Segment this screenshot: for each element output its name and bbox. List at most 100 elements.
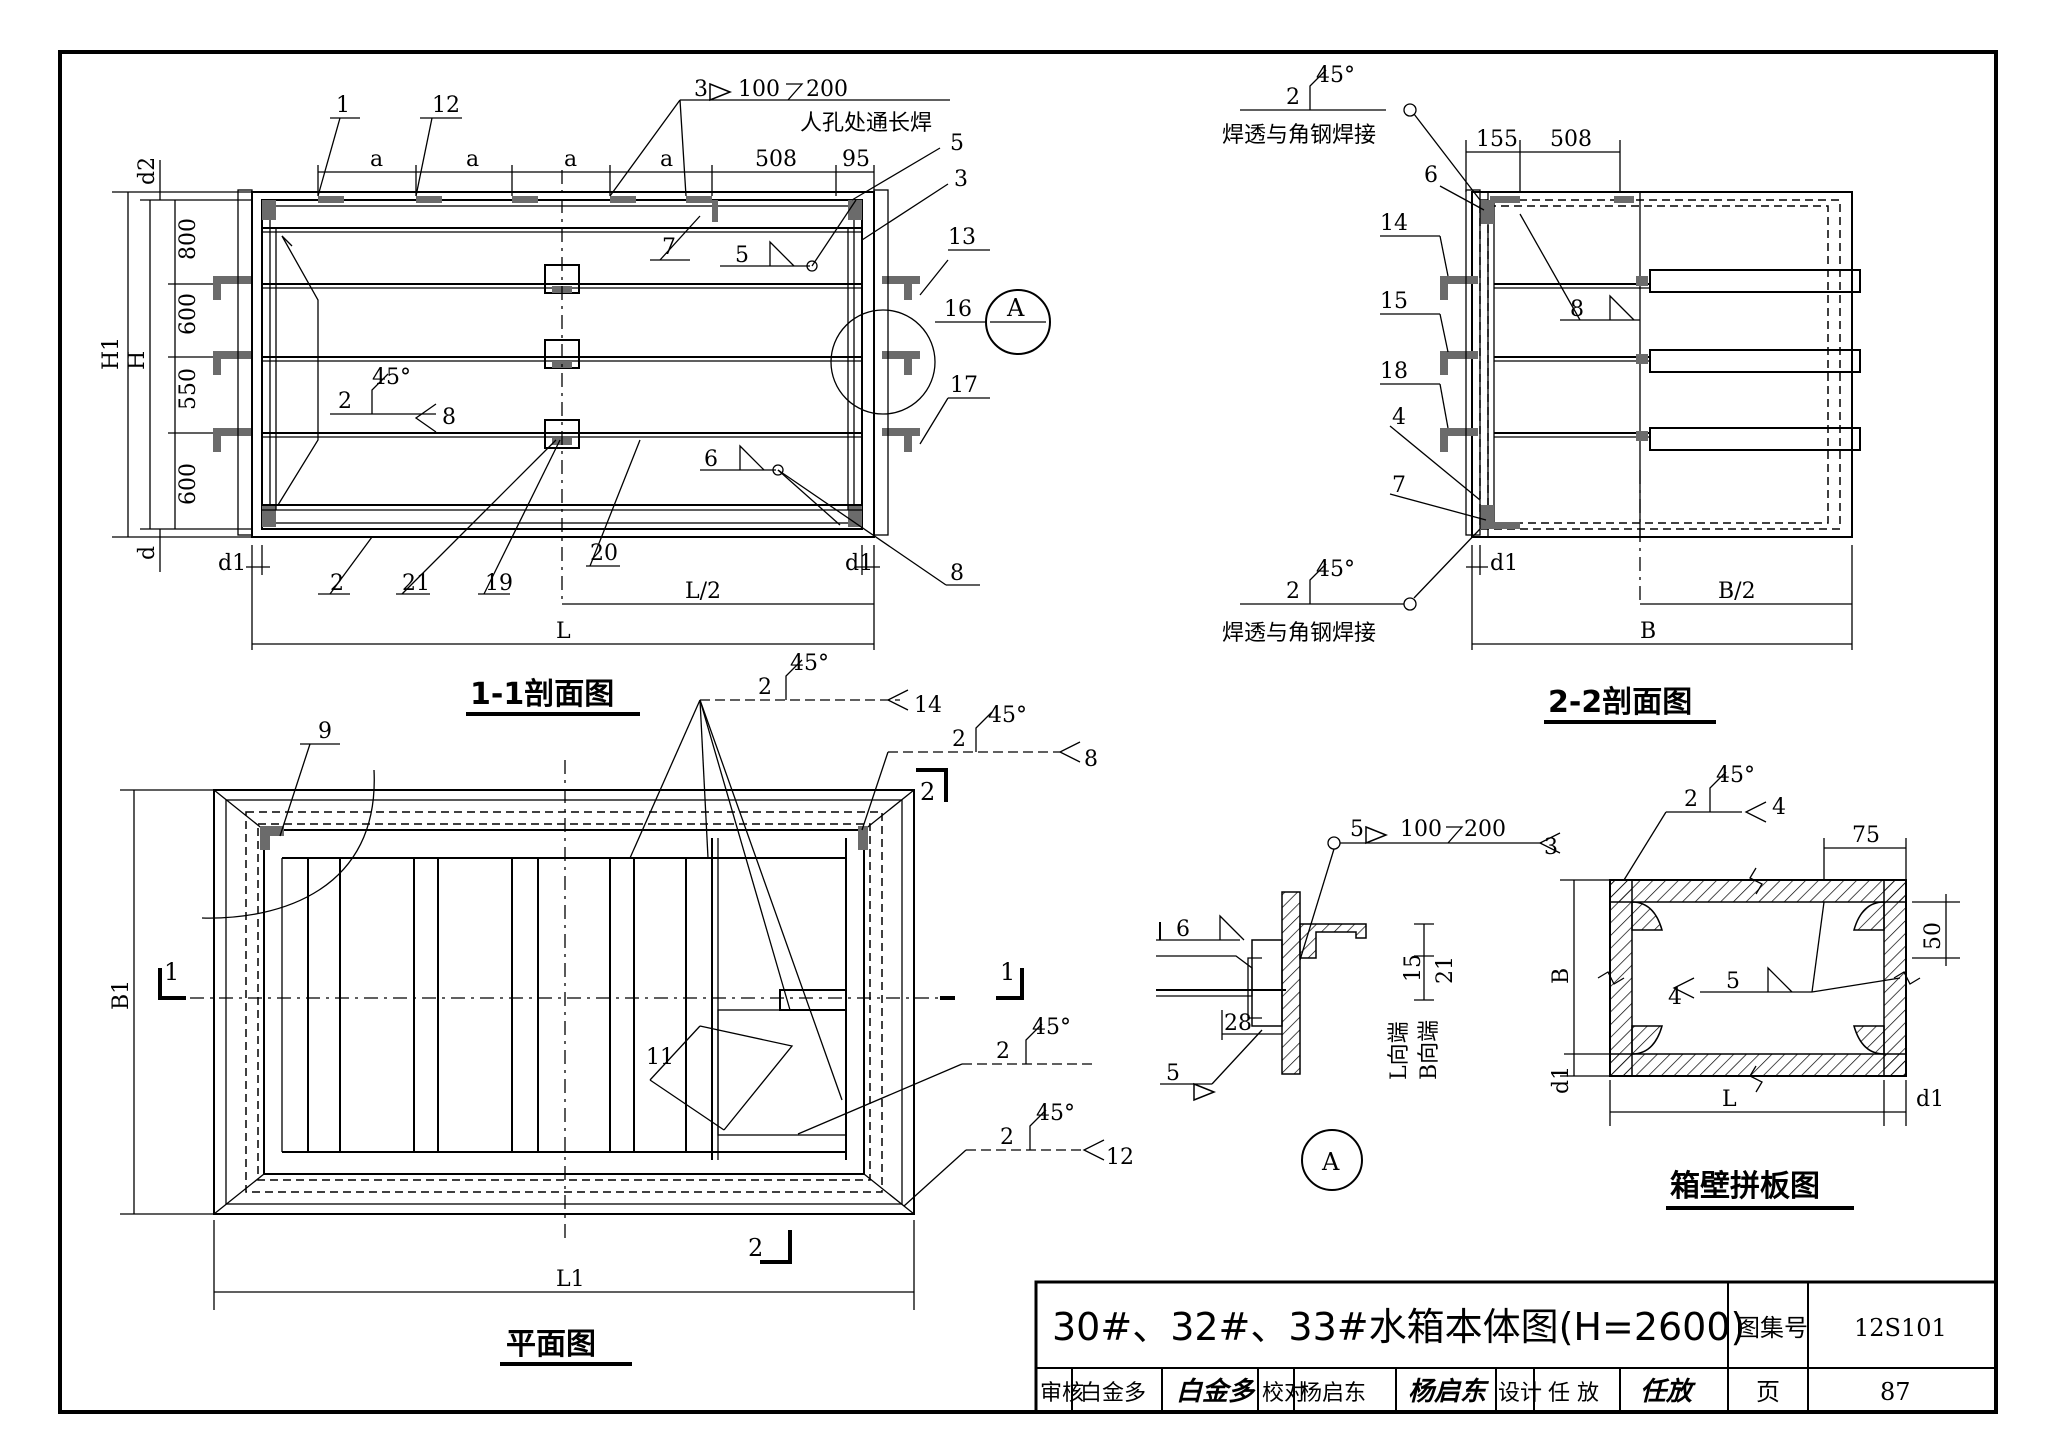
- label-part-17: 17: [950, 373, 978, 398]
- weld-8-s22: 8: [1570, 297, 1584, 322]
- plan-view: 1 1 2 2 B1 L1 9 2 45° 14 2: [109, 651, 1134, 1366]
- weld-12-plan: 12: [1106, 1145, 1134, 1170]
- dim-d: d: [135, 546, 160, 560]
- cut-1-right: 1: [1000, 958, 1015, 986]
- dim-a-4: a: [660, 147, 673, 172]
- dim-155: 155: [1476, 127, 1518, 152]
- detail-a-label: A: [1321, 1148, 1340, 1176]
- review-name: 白金多: [1080, 1381, 1146, 1406]
- check-name: 杨启东: [1300, 1381, 1366, 1406]
- label-part-8-bottom: 8: [950, 561, 964, 586]
- weld-200-detail: 200: [1464, 817, 1506, 842]
- label-part-19: 19: [485, 571, 513, 596]
- label-part-12: 12: [432, 93, 460, 118]
- dim-a-1: a: [370, 147, 383, 172]
- label-part-21: 21: [402, 571, 430, 596]
- weld-200: 200: [806, 77, 848, 102]
- sheet-frame: [58, 50, 1998, 1414]
- dim-508-s22: 508: [1550, 127, 1592, 152]
- dim-50: 50: [1921, 922, 1946, 950]
- label-part-1: 1: [336, 93, 350, 118]
- panel-diagram: 2 45° 4 5 4 75 50 B d1 L d1 箱壁拼板图: [1549, 763, 1960, 1210]
- review-label: 审核: [1040, 1381, 1084, 1406]
- label-part-3: 3: [954, 167, 968, 192]
- label-part-11: 11: [646, 1045, 674, 1070]
- weld-100: 100: [738, 77, 780, 102]
- dim-600-a: 600: [176, 293, 201, 335]
- design-name: 任 放: [1548, 1381, 1599, 1406]
- weld-8-plan: 8: [1084, 747, 1098, 772]
- weld-2-panel: 2: [1684, 787, 1698, 812]
- label-part-16: 16: [944, 297, 972, 322]
- note-b-end: B向端: [1417, 1020, 1442, 1080]
- dim-d1-s22: d1: [1490, 551, 1518, 576]
- dim-a-3: a: [564, 147, 577, 172]
- weld-45-s22-top: 45°: [1316, 63, 1355, 88]
- check-signature: 杨启东: [1408, 1377, 1490, 1407]
- dim-d1-panel-right: d1: [1916, 1087, 1944, 1112]
- weld-3-detail: 3: [1544, 835, 1558, 860]
- note-manhole-weld: 人孔处通长焊: [800, 111, 932, 136]
- dim-B: B: [1640, 619, 1656, 644]
- label-part-13: 13: [948, 225, 976, 250]
- drawing-title: 30#、32#、33#水箱本体图(H=2600): [1052, 1305, 1745, 1349]
- page-label: 页: [1756, 1378, 1780, 1406]
- atlas-number: 12S101: [1854, 1314, 1947, 1342]
- cut-2-bottom: 2: [748, 1234, 763, 1262]
- dim-L-half: L/2: [685, 579, 721, 604]
- dim-a-2: a: [466, 147, 479, 172]
- dim-95: 95: [842, 147, 870, 172]
- weld-5-detail-low: 5: [1166, 1061, 1180, 1086]
- dim-d1-right: d1: [845, 551, 873, 576]
- weld-45-s11: 45°: [372, 365, 411, 390]
- title-section-2-2: 2-2剖面图: [1548, 685, 1692, 720]
- label-part-18: 18: [1380, 359, 1408, 384]
- dim-L1: L1: [556, 1267, 585, 1292]
- title-block: 30#、32#、33#水箱本体图(H=2600) 图集号 12S101 页 87…: [1034, 1280, 1998, 1414]
- section-1-1: A 16 a a a a 508 95 H1 H 800 600 55: [99, 77, 1051, 716]
- weld-8-s11: 8: [442, 405, 456, 430]
- dim-21: 21: [1433, 956, 1458, 984]
- dim-508-top: 508: [755, 147, 797, 172]
- note-weld-through-top: 焊透与角钢焊接: [1222, 123, 1376, 148]
- section-2-2: 155 508 2 45° 焊透与角钢焊接 2 45° 焊透与角钢焊接 6 14…: [1222, 63, 1861, 724]
- dim-H: H: [125, 351, 150, 370]
- label-part-9: 9: [318, 719, 332, 744]
- title-panel: 箱壁拼板图: [1670, 1169, 1820, 1204]
- label-part-2-s11: 2: [330, 571, 344, 596]
- weld-45-panel: 45°: [1716, 763, 1755, 788]
- weld-2-s22-top: 2: [1286, 85, 1300, 110]
- cut-1-left: 1: [164, 958, 179, 986]
- dim-L-panel: L: [1722, 1087, 1737, 1112]
- weld-5-left: 5: [735, 243, 749, 268]
- weld-4-panel-left: 4: [1668, 985, 1682, 1010]
- atlas-label: 图集号: [1736, 1314, 1808, 1342]
- label-part-7-s22: 7: [1392, 473, 1406, 498]
- weld-45-plan-14: 45°: [790, 651, 829, 676]
- title-section-1-1: 1-1剖面图: [470, 677, 614, 712]
- detail-a-callout: A: [1006, 294, 1025, 322]
- dim-B-half: B/2: [1718, 579, 1756, 604]
- label-part-6-s22: 6: [1424, 163, 1438, 188]
- note-weld-through-bot: 焊透与角钢焊接: [1222, 621, 1376, 646]
- weld-2-num-s11: 2: [338, 389, 352, 414]
- weld-45-plan-12: 45°: [1036, 1101, 1075, 1126]
- dim-B1: B1: [109, 980, 134, 1010]
- weld-45-s22-bot: 45°: [1316, 557, 1355, 582]
- label-part-14: 14: [1380, 211, 1408, 236]
- detail-a: 5 100 200 3 6 5 28 15 21 L向端 B向端 A: [1156, 817, 1561, 1191]
- weld-100-detail: 100: [1400, 817, 1442, 842]
- dim-B-panel: B: [1549, 968, 1574, 984]
- dim-d1-panel-left: d1: [1549, 1066, 1574, 1094]
- review-signature: 白金多: [1176, 1377, 1256, 1407]
- dim-H1: H1: [99, 337, 124, 370]
- dim-600-b: 600: [176, 463, 201, 505]
- label-part-20: 20: [590, 541, 618, 566]
- label-part-5: 5: [950, 131, 964, 156]
- dim-550: 550: [176, 368, 201, 410]
- design-label: 设计: [1498, 1381, 1542, 1406]
- weld-6-left: 6: [704, 447, 718, 472]
- cut-2-top: 2: [920, 778, 935, 806]
- label-part-4-s22: 4: [1392, 405, 1406, 430]
